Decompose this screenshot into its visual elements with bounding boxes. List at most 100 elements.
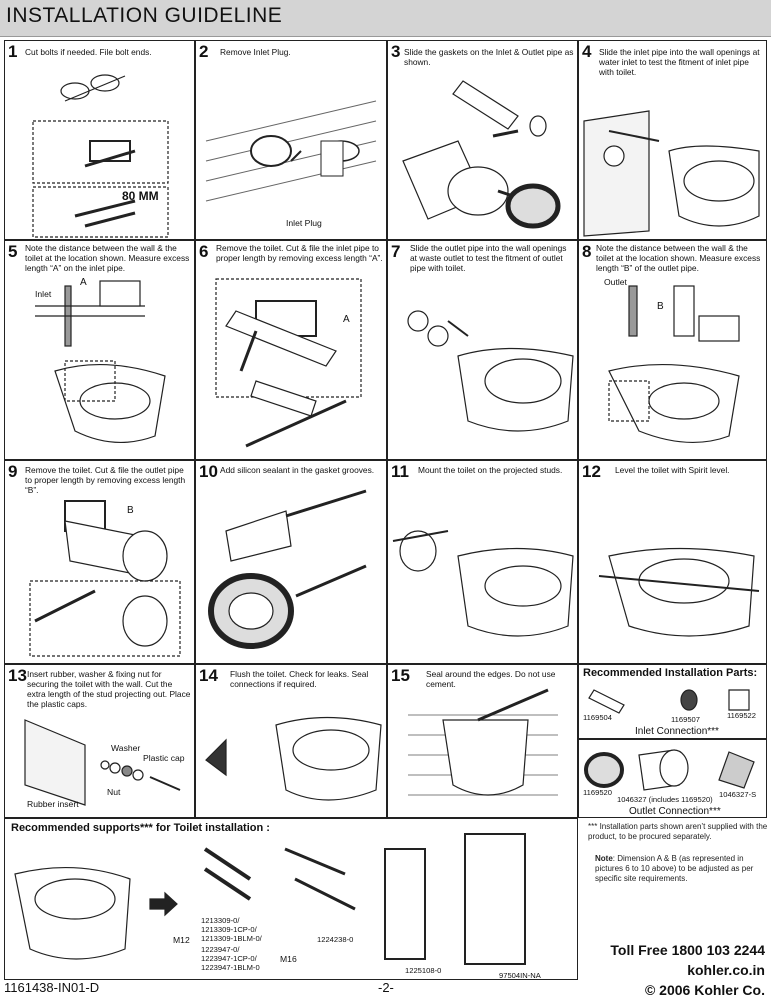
supports-panel: Recommended supports*** for Toilet insta… [4, 818, 578, 980]
copyright: © 2006 Kohler Co. [644, 982, 765, 998]
step-text: Add silicon sealant in the gasket groove… [220, 465, 375, 475]
inlet-caption: Inlet Connection*** [635, 726, 719, 737]
inlet-code-2: 1169507 [671, 715, 700, 724]
note-text: : Dimension A & B (as represented in pic… [595, 854, 754, 883]
step-number: 14 [199, 666, 218, 685]
supports-illustration [14, 833, 526, 965]
washer-label: Washer [111, 743, 141, 753]
dimension-a-label: A [343, 314, 350, 325]
bolt-cutting-illustration [32, 74, 169, 238]
toll-free: Toll Free 1800 103 2244 [610, 942, 765, 958]
step-text: Note the distance between the wall & the… [596, 243, 761, 273]
step-number: 13 [8, 666, 27, 685]
outlet-caption: Outlet Connection*** [629, 806, 721, 817]
document-code: 1161438-IN01-D [4, 980, 100, 995]
support-code-b: 1225108-0 [405, 966, 442, 975]
step-number: 11 [391, 462, 409, 481]
length-label: 80 MM [122, 189, 159, 203]
step-text: Remove the toilet. Cut & file the inlet … [216, 243, 383, 263]
step-number: 2 [199, 42, 209, 61]
m12-code-2: 1213309-1CP-0/ [201, 925, 257, 934]
seal-edges-illustration [408, 688, 558, 796]
step-15-panel: 15 Seal around the edges. Do not use cem… [387, 664, 578, 818]
m12-code-1: 1213309-0/ [201, 916, 240, 925]
step-text: Remove the toilet. Cut & file the outlet… [25, 465, 186, 495]
step-text: Insert rubber, washer & fixing nut for s… [27, 669, 191, 709]
inlet-code-3: 1169522 [727, 711, 756, 720]
step-number: 15 [391, 666, 410, 685]
m16-code-2: 1223947-1CP-0/ [201, 954, 257, 963]
plastic-cap-label: Plastic cap [143, 753, 185, 763]
step-2-panel: 2 Remove Inlet Plug. Inlet Plug [195, 40, 387, 240]
step-number: 5 [8, 242, 18, 261]
step-3-panel: 3 Slide the gaskets on the Inlet & Outle… [387, 40, 578, 240]
inlet-parts-illustration [588, 689, 750, 714]
step-text: Flush the toilet. Check for leaks. Seal … [230, 669, 369, 689]
page-title: INSTALLATION GUIDELINE [6, 4, 283, 27]
cut-inlet-illustration [215, 278, 362, 448]
sealant-illustration [208, 489, 367, 649]
rubber-insert-label: Rubber insert [27, 799, 79, 809]
step-text: Mount the toilet on the projected studs. [418, 465, 563, 475]
measure-outlet-illustration [608, 285, 740, 443]
dimension-b-label: B [127, 505, 134, 516]
step-number: 12 [582, 462, 601, 481]
support-code-c: 97504IN-NA [499, 971, 541, 980]
outlet-parts-panel: 1169520 1046327 (includes 1169520) 10463… [578, 739, 767, 818]
inlet-plug-illustration [205, 100, 377, 202]
step-4-panel: 4 Slide the inlet pipe into the wall ope… [578, 40, 767, 240]
mount-toilet-illustration [392, 530, 574, 637]
note-label: Note [595, 854, 613, 863]
step-text: Remove Inlet Plug. [220, 47, 291, 57]
website: kohler.co.in [687, 962, 765, 978]
disclaimer-note: *** Installation parts shown aren’t supp… [588, 822, 768, 841]
flush-toilet-illustration [205, 716, 382, 801]
inlet-parts-panel: Recommended Installation Parts: 1169504 … [578, 664, 767, 739]
cut-outlet-illustration [29, 500, 181, 657]
step-text: Note the distance between the wall & the… [25, 243, 190, 273]
outlet-fitment-illustration [407, 310, 574, 432]
step-text: Seal around the edges. Do not use cement… [426, 669, 556, 689]
step-number: 9 [8, 462, 18, 481]
step-number: 4 [582, 42, 592, 61]
m12-label: M12 [173, 935, 190, 945]
outlet-code-3: 1046327-S [719, 790, 757, 799]
step-text: Slide the inlet pipe into the wall openi… [599, 47, 760, 77]
step-5-panel: 5 Note the distance between the wall & t… [4, 240, 195, 460]
dimension-b-label: B [657, 301, 664, 312]
step-12-panel: 12 Level the toilet with Spirit level. [578, 460, 767, 664]
outlet-parts-illustration [584, 749, 755, 791]
fixing-nut-illustration [24, 719, 181, 806]
outlet-code-2: 1046327 (includes 1169520) [617, 795, 713, 804]
nut-label: Nut [107, 787, 121, 797]
step-number: 6 [199, 242, 209, 261]
step-1-panel: 1 Cut bolts if needed. File bolt ends. 8… [4, 40, 195, 240]
step-number: 8 [582, 242, 592, 261]
outlet-label: Outlet [604, 277, 627, 287]
step-text: Slide the gaskets on the Inlet & Outlet … [404, 47, 574, 67]
page-number: -2- [378, 980, 394, 995]
dimension-a-label: A [80, 277, 87, 288]
parts-title: Recommended Installation Parts: [583, 667, 758, 679]
measure-inlet-illustration [35, 280, 166, 443]
step-6-panel: 6 Remove the toilet. Cut & file the inle… [195, 240, 387, 460]
step-text: Level the toilet with Spirit level. [615, 465, 730, 475]
page-header: INSTALLATION GUIDELINE [0, 0, 771, 37]
step-number: 1 [8, 42, 18, 61]
m16-code-1: 1223947-0/ [201, 945, 240, 954]
dimension-note: Note: Dimension A & B (as represented in… [595, 854, 767, 884]
inlet-code-1: 1169504 [583, 713, 612, 722]
step-7-panel: 7 Slide the outlet pipe into the wall op… [387, 240, 578, 460]
step-13-panel: 13 Insert rubber, washer & fixing nut fo… [4, 664, 195, 818]
support-code-a: 1224238-0 [317, 935, 354, 944]
step-text: Cut bolts if needed. File bolt ends. [25, 47, 152, 57]
step-number: 10 [199, 462, 218, 481]
step-9-panel: 9 Remove the toilet. Cut & file the outl… [4, 460, 195, 664]
step-8-panel: 8 Note the distance between the wall & t… [578, 240, 767, 460]
inlet-label: Inlet [35, 289, 52, 299]
step-14-panel: 14 Flush the toilet. Check for leaks. Se… [195, 664, 387, 818]
inlet-fitment-illustration [583, 110, 760, 237]
step-10-panel: 10 Add silicon sealant in the gasket gro… [195, 460, 387, 664]
level-toilet-illustration [598, 547, 760, 637]
step-11-panel: 11 Mount the toilet on the projected stu… [387, 460, 578, 664]
